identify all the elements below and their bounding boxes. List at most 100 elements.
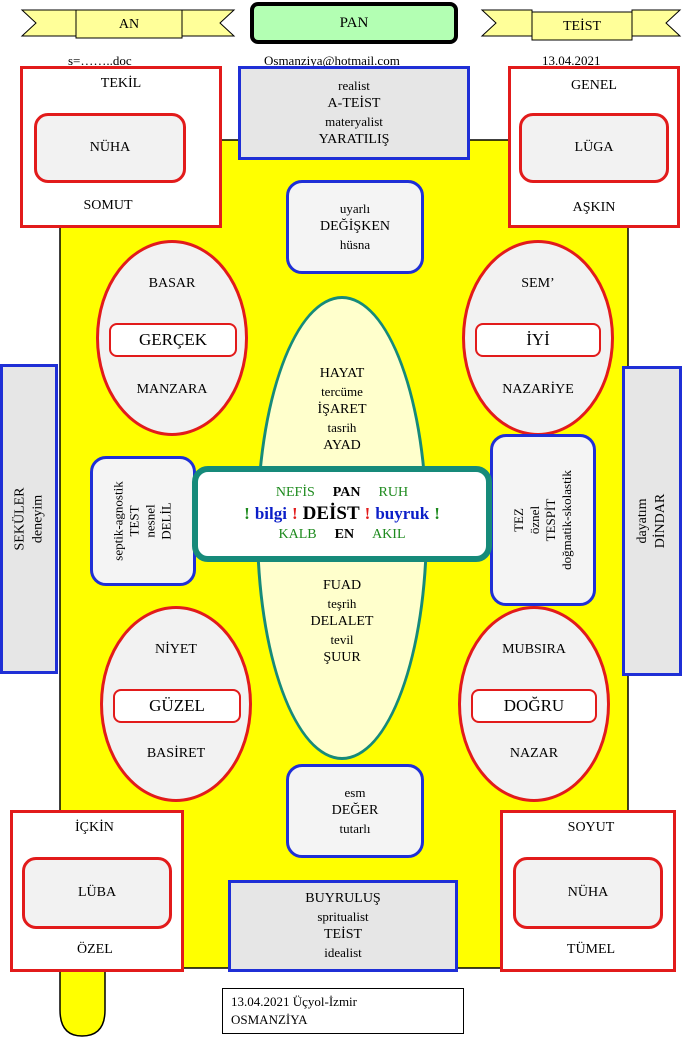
- ellipse-bottom-left-label: GÜZEL: [113, 689, 241, 723]
- bottom-box-line: TEİST: [323, 927, 363, 942]
- side-right-outer-line: dayatım: [635, 498, 651, 544]
- date-caption: 13.04.2021: [542, 53, 601, 68]
- footer-line-1: 13.04.2021 Üçyol-İzmir: [231, 994, 358, 1009]
- ellipse-top-left-label: GERÇEK: [109, 323, 237, 357]
- center-row-2: ! bilgi ! DEİST ! buyruk !: [244, 503, 440, 525]
- ribbon-an: [20, 9, 236, 39]
- oval-bottom-line: DELALET: [310, 614, 374, 629]
- lower-mid-line: esm: [344, 785, 366, 800]
- lower-mid-line: DEĞER: [331, 803, 379, 818]
- teist-label: TEİST: [562, 19, 602, 34]
- corner-top-right-top: GENEL: [571, 78, 617, 93]
- center-pan: PAN: [332, 485, 361, 500]
- center-bilgi: bilgi: [254, 504, 287, 523]
- side-right-inner-line: doğmatik-skolastik: [558, 470, 574, 570]
- bottom-box: BUYRULUŞ spritualist TEİST idealist: [228, 880, 458, 972]
- top-box-line: YARATILIŞ: [318, 132, 390, 147]
- center-buyruk: buyruk: [375, 504, 430, 523]
- side-left-outer-line: SEKÜLER: [12, 487, 27, 551]
- ribbon-teist: [480, 9, 682, 41]
- side-right-inner-line: öznel: [526, 505, 542, 535]
- corner-bottom-left: İÇKİN LÜBA ÖZEL: [10, 810, 184, 972]
- side-right-inner-line: TEZ: [510, 508, 526, 532]
- footer-line-2: OSMANZİYA: [231, 1012, 308, 1027]
- center-nefis: NEFİS: [275, 485, 315, 500]
- oval-top-line: tasrih: [327, 420, 357, 435]
- oval-top-line: İŞARET: [317, 402, 367, 417]
- corner-top-right-center: LÜGA: [519, 113, 669, 183]
- ellipse-top-right: SEM’ İYİ NAZARİYE: [462, 240, 614, 436]
- bottom-box-line: spritualist: [317, 909, 369, 924]
- top-box-line: realist: [338, 78, 370, 93]
- top-box: realist A-TEİST materyalist YARATILIŞ: [238, 66, 470, 160]
- ellipse-bottom-left-bottom: BASİRET: [146, 746, 206, 761]
- center-deist: DEİST: [302, 503, 360, 524]
- upper-mid-line: DEĞİŞKEN: [320, 219, 390, 234]
- side-left-inner-line: DELİL: [159, 502, 174, 540]
- side-left-inner-line: TEST: [127, 505, 142, 537]
- ellipse-top-right-top: SEM’: [521, 276, 555, 291]
- top-box-line: A-TEİST: [327, 96, 381, 111]
- center-exclaim: !: [291, 504, 298, 523]
- side-right-inner-line: TESPİT: [542, 498, 558, 542]
- bottom-box-line: BUYRULUŞ: [305, 891, 381, 906]
- corner-bottom-right-bottom: TÜMEL: [566, 942, 616, 957]
- upper-mid-box: uyarlı DEĞİŞKEN hüsna: [286, 180, 424, 274]
- ellipse-bottom-right-top: MUBSIRA: [502, 642, 566, 657]
- ellipse-top-left-bottom: MANZARA: [136, 382, 208, 397]
- corner-bottom-right: SOYUT NÜHA TÜMEL: [500, 810, 676, 972]
- corner-top-right: GENEL LÜGA AŞKIN: [508, 66, 680, 228]
- oval-bottom-text: FUAD teşrih DELALET tevil ŞUUR: [256, 574, 428, 670]
- corner-bottom-right-center: NÜHA: [513, 857, 663, 929]
- top-box-line: materyalist: [325, 114, 383, 129]
- upper-mid-line: uyarlı: [339, 201, 371, 216]
- oval-bottom-line: FUAD: [322, 578, 362, 593]
- ellipse-top-left-top: BASAR: [148, 276, 196, 291]
- oval-top-line: HAYAT: [319, 366, 365, 381]
- corner-bottom-right-top: SOYUT: [567, 820, 615, 835]
- pan-title: PAN: [339, 15, 369, 31]
- center-exclaim: !: [244, 504, 250, 523]
- side-left-outer: SEKÜLER deneyim: [0, 364, 58, 674]
- side-left-inner-line: nesnel: [143, 504, 158, 538]
- an-label: AN: [118, 17, 140, 32]
- center-akil: AKIL: [372, 527, 406, 542]
- corner-top-left: TEKİL NÜHA SOMUT: [20, 66, 222, 228]
- bottom-box-line: idealist: [324, 945, 362, 960]
- doc-caption: s=……..doc: [68, 53, 132, 68]
- center-exclaim: !: [434, 504, 440, 523]
- center-row-3: KALB EN AKIL: [278, 525, 405, 545]
- center-exclaim: !: [364, 504, 371, 523]
- corner-bottom-left-top: İÇKİN: [75, 820, 114, 835]
- oval-bottom-line: tevil: [330, 632, 354, 647]
- ellipse-bottom-left-top: NİYET: [155, 642, 197, 657]
- side-right-outer: dayatım DİNDAR: [622, 366, 682, 676]
- oval-top-line: tercüme: [321, 384, 363, 399]
- corner-top-left-bottom: SOMUT: [83, 198, 133, 213]
- oval-bottom-line: ŞUUR: [323, 650, 361, 665]
- oval-top-line: AYAD: [323, 438, 361, 453]
- lower-mid-line: tutarlı: [339, 821, 371, 836]
- corner-top-right-bottom: AŞKIN: [572, 200, 616, 215]
- center-ruh: RUH: [378, 485, 409, 500]
- side-left-inner-line: septik-agnostik: [111, 481, 126, 561]
- center-kalb: KALB: [278, 527, 317, 542]
- side-right-inner: TEZ öznel TESPİT doğmatik-skolastik: [490, 434, 596, 606]
- corner-bottom-left-bottom: ÖZEL: [77, 942, 113, 957]
- center-banner: NEFİS PAN RUH ! bilgi ! DEİST ! buyruk !…: [192, 466, 492, 562]
- corner-top-left-center: NÜHA: [34, 113, 186, 183]
- lower-mid-box: esm DEĞER tutarlı: [286, 764, 424, 858]
- email-caption: Osmanziya@hotmail.com: [264, 53, 400, 68]
- oval-bottom-line: teşrih: [327, 596, 357, 611]
- center-en: EN: [334, 527, 355, 542]
- ellipse-top-right-bottom: NAZARİYE: [502, 382, 574, 397]
- ellipse-bottom-right: MUBSIRA DOĞRU NAZAR: [458, 606, 610, 802]
- ellipse-top-left: BASAR GERÇEK MANZARA: [96, 240, 248, 436]
- center-row-1: NEFİS PAN RUH: [276, 483, 408, 503]
- ellipse-bottom-right-label: DOĞRU: [471, 689, 597, 723]
- ellipse-bottom-left: NİYET GÜZEL BASİRET: [100, 606, 252, 802]
- side-left-inner: septik-agnostik TEST nesnel DELİL: [90, 456, 196, 586]
- corner-bottom-left-center: LÜBA: [22, 857, 172, 929]
- side-right-outer-line: DİNDAR: [653, 493, 669, 549]
- oval-top-text: HAYAT tercüme İŞARET tasrih AYAD: [256, 362, 428, 458]
